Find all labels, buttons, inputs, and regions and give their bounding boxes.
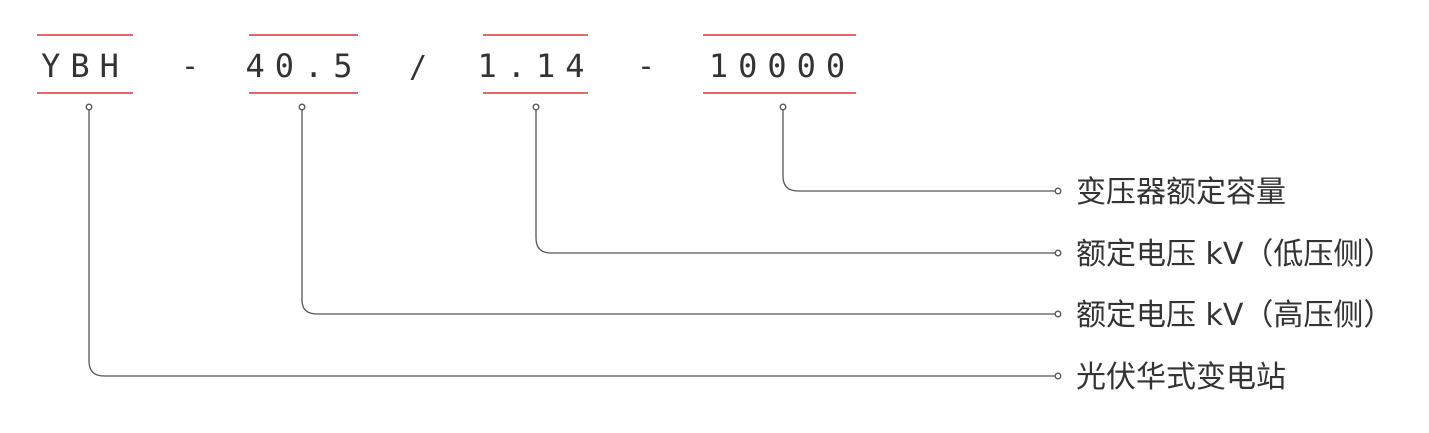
leader-type-end-dot [1054,372,1062,380]
leader-hv-start-dot [298,103,306,111]
leader-lv [535,109,1056,254]
separator-dash-2: - [637,49,655,84]
leader-lv-start-dot [532,103,540,111]
leader-capacity-start-dot [779,103,787,111]
leader-capacity-end-dot [1054,187,1062,195]
legend-hv-label: 额定电压 kV（高压侧） [1076,298,1393,333]
segment-type-text: YBH [41,47,129,85]
segment-lv: 1.14 [477,34,594,94]
leader-type-start-dot [85,103,93,111]
leader-hv-end-dot [1054,310,1062,318]
segment-hv: 40.5 [245,34,362,94]
segment-hv-text: 40.5 [245,47,362,85]
legend-capacity-label: 变压器额定容量 [1076,175,1286,210]
separator-dash-1: - [181,49,199,84]
leader-type [88,109,1056,377]
leader-hv [301,109,1056,315]
legend-type-label: 光伏华式变电站 [1076,360,1286,395]
segment-type: YBH [37,34,133,94]
segment-lv-text: 1.14 [477,47,594,85]
legend-lv-label: 额定电压 kV（低压侧） [1076,237,1393,272]
leader-lv-end-dot [1054,249,1062,257]
segment-capacity: 10000 [703,34,856,94]
leader-capacity [782,109,1056,192]
separator-slash: / [409,50,427,85]
segment-capacity-text: 10000 [709,47,855,85]
